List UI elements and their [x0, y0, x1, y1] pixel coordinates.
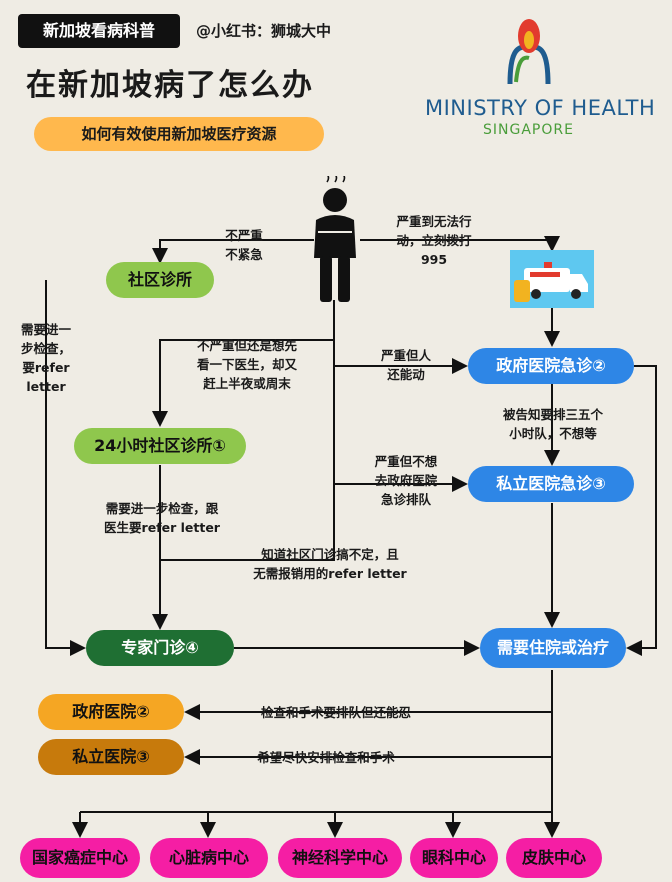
label-long-queue: 被告知要排三五个 小时队，不想等 [502, 407, 603, 441]
label-fast: 希望尽快安排检查和手术 [257, 750, 395, 765]
label-queue-ok: 检查和手术要排队但还能忍 [260, 705, 411, 720]
moh-country: SINGAPORE [483, 122, 574, 138]
label-known-clinic: 知道社区门诊搞不定，且 无需报销用的refer letter [253, 547, 407, 581]
label-not-serious-night: 不严重但还是想先 看一下医生，却又 赶上半夜或周末 [196, 338, 297, 391]
gov-er-node: 政府医院急诊② [468, 348, 634, 384]
skin-center-node: 皮肤中心 [506, 838, 602, 878]
neuro-center-node: 神经科学中心 [278, 838, 402, 878]
label-refer-left: 需要进一 步检查， 要refer letter [20, 322, 71, 394]
category-tag: 新加坡看病科普 [18, 14, 180, 48]
heart-center-node: 心脏病中心 [150, 838, 268, 878]
moh-logo-icon [507, 19, 551, 85]
ambulance-icon [510, 250, 594, 308]
private-er-node: 私立医院急诊③ [468, 466, 634, 502]
label-serious-mobile: 严重但人 还能动 [380, 348, 431, 382]
hospitalize-node: 需要住院或治疗 [480, 628, 626, 668]
label-not-serious: 不严重 不紧急 [225, 228, 263, 262]
label-serious-no-queue: 严重但不想 去政府医院 急诊排队 [374, 454, 438, 507]
clinic-24h-node: 24小时社区诊所① [74, 428, 246, 464]
community-clinic-node: 社区诊所 [106, 262, 214, 298]
moh-name: MINISTRY OF HEALTH [425, 96, 656, 120]
author-handle: @小红书：狮城大中 [196, 22, 332, 40]
label-refer-24h: 需要进一步检查，跟 医生要refer letter [104, 501, 220, 535]
page-title: 在新加坡病了怎么办 [26, 68, 314, 103]
private-hospital-node: 私立医院③ [38, 739, 184, 775]
gov-hospital-node: 政府医院② [38, 694, 184, 730]
eye-center-node: 眼科中心 [410, 838, 498, 878]
specialist-node: 专家门诊④ [86, 630, 234, 666]
page-subtitle: 如何有效使用新加坡医疗资源 [34, 117, 324, 151]
cancer-center-node: 国家癌症中心 [20, 838, 140, 878]
label-call-995: 严重到无法行 动，立刻拨打 995 [396, 214, 472, 267]
worried-person-icon [314, 176, 356, 302]
